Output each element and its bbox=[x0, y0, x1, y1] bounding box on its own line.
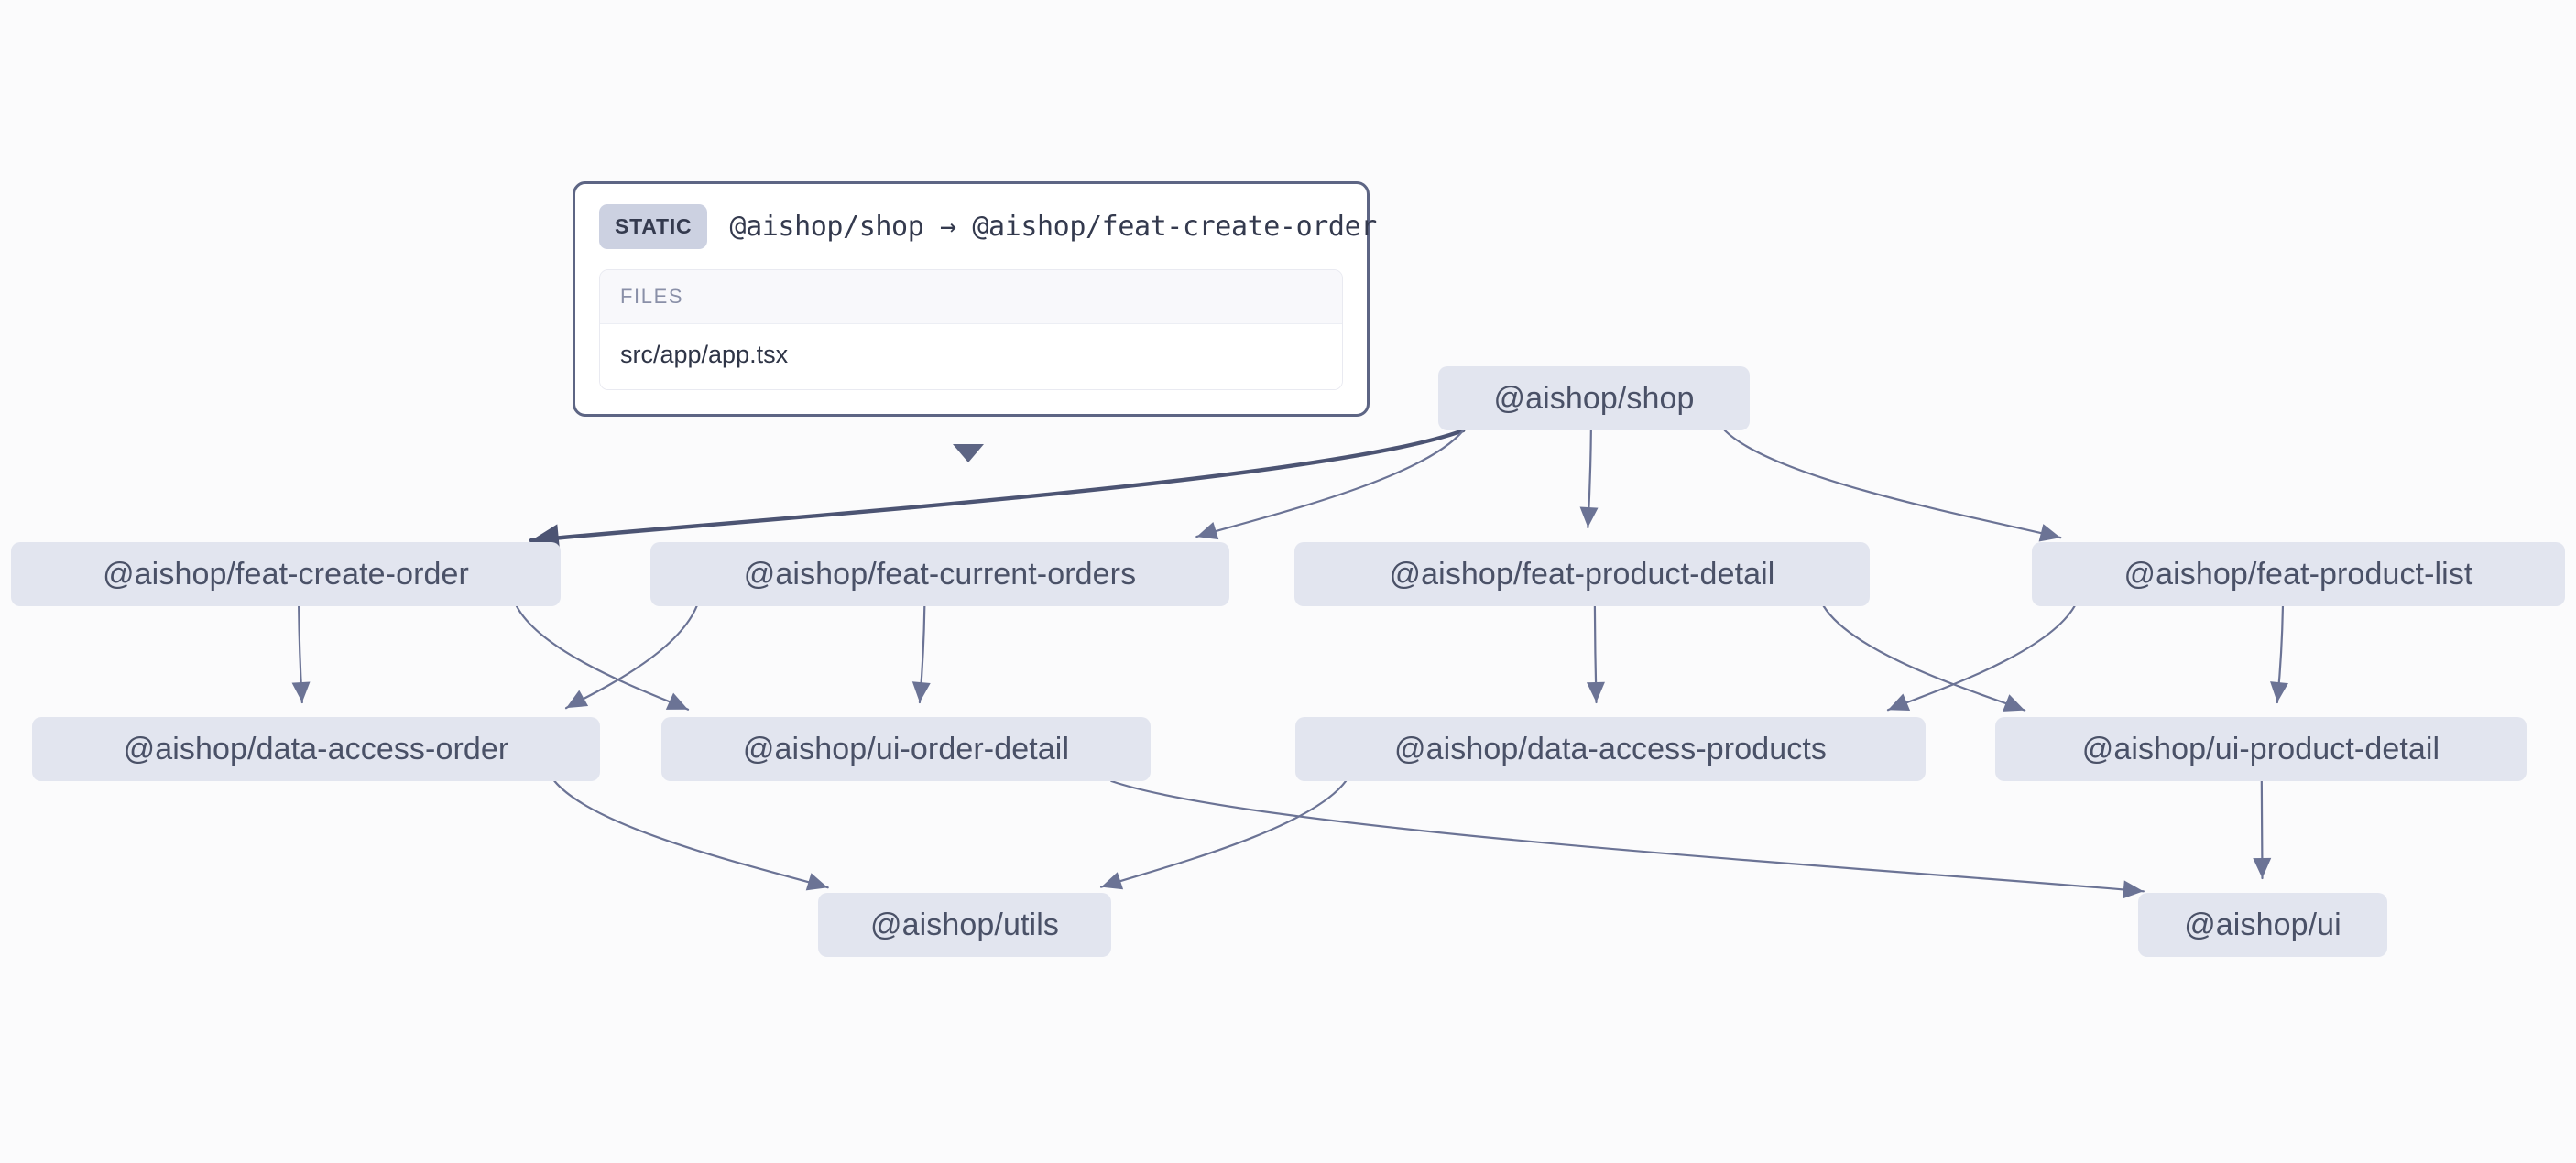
graph-edge-feat-current-orders-to-ui-order-detail[interactable] bbox=[918, 604, 926, 704]
edge-detail-tooltip[interactable]: STATIC @aishop/shop → @aishop/feat-creat… bbox=[573, 181, 1377, 417]
graph-edge-arrowhead bbox=[2038, 524, 2061, 542]
graph-edge-arrowhead bbox=[291, 681, 311, 703]
graph-node-label: @aishop/data-access-products bbox=[1394, 731, 1827, 766]
graph-edge-shop-to-feat-current-orders[interactable] bbox=[1195, 429, 1465, 538]
graph-edge-shop-to-feat-product-list[interactable] bbox=[1723, 429, 2062, 539]
graph-node-label: @aishop/utils bbox=[870, 907, 1059, 942]
graph-edge-ui-product-detail-to-ui[interactable] bbox=[2260, 779, 2264, 880]
graph-edge-arrowhead bbox=[1586, 681, 1605, 703]
graph-edge-arrowhead bbox=[566, 690, 589, 709]
graph-node-ui[interactable]: @aishop/ui bbox=[2138, 893, 2387, 957]
graph-edge-feat-product-detail-to-data-access-products[interactable] bbox=[1593, 604, 1598, 704]
graph-node-data-access-products[interactable]: @aishop/data-access-products bbox=[1295, 717, 1926, 781]
graph-node-ui-order-detail[interactable]: @aishop/ui-order-detail bbox=[661, 717, 1151, 781]
graph-edge-feat-create-order-to-ui-order-detail[interactable] bbox=[515, 604, 690, 711]
tooltip-header: STATIC @aishop/shop → @aishop/feat-creat… bbox=[599, 204, 1377, 249]
tooltip-title: @aishop/shop → @aishop/feat-create-order bbox=[729, 211, 1377, 243]
graph-edge-arrowhead bbox=[1579, 506, 1599, 528]
graph-edge-shop-to-feat-create-order[interactable] bbox=[529, 428, 1466, 543]
tooltip-caret-icon bbox=[953, 444, 984, 462]
graph-node-data-access-order[interactable]: @aishop/data-access-order bbox=[32, 717, 600, 781]
graph-edge-arrowhead bbox=[2253, 857, 2272, 879]
graph-edge-feat-create-order-to-data-access-order[interactable] bbox=[298, 604, 303, 704]
graph-edge-arrowhead bbox=[2270, 681, 2288, 703]
graph-edge-shop-to-feat-product-detail[interactable] bbox=[1587, 429, 1592, 529]
graph-node-label: @aishop/shop bbox=[1493, 380, 1695, 416]
graph-edge-arrowhead bbox=[2003, 694, 2025, 712]
graph-edge-data-access-products-to-utils[interactable] bbox=[1099, 779, 1348, 888]
graph-node-label: @aishop/data-access-order bbox=[123, 731, 509, 766]
graph-node-feat-product-detail[interactable]: @aishop/feat-product-detail bbox=[1294, 542, 1870, 606]
status-badge: STATIC bbox=[599, 204, 708, 249]
graph-node-ui-product-detail[interactable]: @aishop/ui-product-detail bbox=[1995, 717, 2527, 781]
graph-edge-arrowhead bbox=[1887, 693, 1911, 711]
graph-node-feat-product-list[interactable]: @aishop/feat-product-list bbox=[2032, 542, 2565, 606]
graph-node-shop[interactable]: @aishop/shop bbox=[1438, 366, 1750, 430]
graph-edge-feat-product-list-to-ui-product-detail[interactable] bbox=[2276, 604, 2285, 704]
graph-node-label: @aishop/ui-order-detail bbox=[742, 731, 1070, 766]
graph-node-label: @aishop/feat-create-order bbox=[103, 556, 469, 592]
files-table-body: src/app/app.tsx bbox=[600, 324, 1342, 389]
graph-edge-arrowhead bbox=[911, 681, 931, 703]
graph-node-label: @aishop/ui bbox=[2184, 907, 2341, 942]
graph-edge-arrowhead bbox=[805, 873, 828, 891]
file-row[interactable]: src/app/app.tsx bbox=[600, 324, 1342, 389]
graph-edge-arrowhead bbox=[1196, 522, 1219, 540]
graph-edge-arrowhead bbox=[665, 692, 689, 710]
graph-node-label: @aishop/ui-product-detail bbox=[2081, 731, 2440, 766]
files-table: FILES src/app/app.tsx bbox=[599, 269, 1343, 390]
graph-edge-feat-current-orders-to-data-access-order[interactable] bbox=[564, 604, 698, 710]
graph-node-feat-current-orders[interactable]: @aishop/feat-current-orders bbox=[650, 542, 1229, 606]
graph-edge-arrowhead bbox=[1101, 872, 1124, 890]
graph-node-feat-create-order[interactable]: @aishop/feat-create-order bbox=[11, 542, 561, 606]
graph-edge-data-access-order-to-utils[interactable] bbox=[553, 779, 829, 889]
graph-node-label: @aishop/feat-product-detail bbox=[1389, 556, 1775, 592]
graph-edge-feat-product-list-to-data-access-products[interactable] bbox=[1886, 604, 2076, 712]
graph-edge-feat-product-detail-to-ui-product-detail[interactable] bbox=[1822, 604, 2026, 712]
graph-edge-ui-order-detail-to-ui[interactable] bbox=[1110, 779, 2145, 893]
graph-node-label: @aishop/feat-current-orders bbox=[743, 556, 1137, 592]
graph-node-utils[interactable]: @aishop/utils bbox=[818, 893, 1111, 957]
graph-node-label: @aishop/feat-product-list bbox=[2123, 556, 2473, 592]
files-table-header: FILES bbox=[600, 270, 1342, 324]
